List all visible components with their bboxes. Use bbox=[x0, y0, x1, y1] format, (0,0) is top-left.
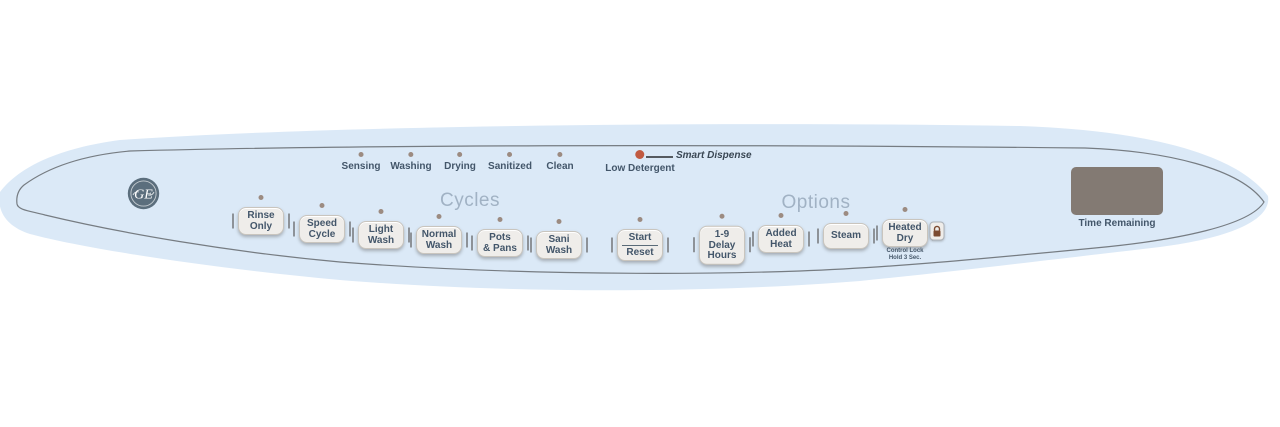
button-led bbox=[637, 217, 643, 222]
panel-blue-overlay bbox=[0, 124, 1269, 291]
status-led-sensing bbox=[358, 152, 364, 157]
button-label-line: 1-9 bbox=[714, 228, 730, 240]
status-label: Sensing bbox=[341, 161, 381, 172]
status-indicator-washing: Washing bbox=[390, 152, 432, 172]
button-label-line: Start bbox=[622, 233, 658, 246]
button-label-line: Reset bbox=[626, 246, 654, 258]
time-remaining-display bbox=[1071, 167, 1163, 215]
ge-logo-letters: GE bbox=[134, 188, 153, 203]
button-label-line: Wash bbox=[425, 239, 453, 251]
button-label-line: Steam bbox=[830, 230, 861, 242]
control-lock-caption-line2: Hold 3 Sec. bbox=[888, 255, 922, 261]
button-label-line: Heat bbox=[770, 238, 792, 250]
cycles-heading: Cycles bbox=[439, 190, 501, 211]
control-lock-button[interactable] bbox=[929, 221, 945, 241]
panel-outline bbox=[16, 145, 1265, 274]
button-led bbox=[319, 203, 325, 208]
button-led bbox=[258, 195, 264, 200]
options-heading: Options bbox=[781, 192, 851, 213]
button-led bbox=[778, 213, 784, 218]
smart-dispense-label: Smart Dispense bbox=[676, 150, 752, 161]
status-label: Washing bbox=[390, 161, 432, 172]
button-led bbox=[843, 211, 849, 216]
smart-dispense-pointer-line bbox=[646, 156, 673, 158]
lock-icon bbox=[933, 225, 941, 236]
button-label-line: Sani bbox=[548, 234, 570, 245]
button-led bbox=[497, 217, 503, 222]
time-remaining-label: Time Remaining bbox=[1078, 218, 1156, 229]
button-label-line: Rinse bbox=[247, 210, 275, 221]
status-led-low-detergent bbox=[635, 150, 645, 159]
control-lock-caption: Control Lock Hold 3 Sec. bbox=[887, 248, 924, 262]
button-label-line: Wash bbox=[545, 244, 573, 256]
button-label-line: Added bbox=[765, 228, 797, 239]
button-led bbox=[902, 207, 908, 212]
status-indicator-drying: Drying bbox=[444, 152, 476, 172]
button-label-line: Cycle bbox=[308, 228, 336, 240]
status-label: Low Detergent bbox=[605, 163, 675, 174]
button-label-line: Delay bbox=[708, 239, 736, 251]
button-led bbox=[378, 209, 384, 214]
status-label: Drying bbox=[444, 161, 476, 172]
cycle-button-pots-pans[interactable]: Pots& Pans bbox=[477, 217, 523, 257]
button-label-line: Light bbox=[368, 224, 394, 235]
button-led bbox=[719, 213, 725, 219]
status-indicator-sensing: Sensing bbox=[341, 152, 381, 172]
status-led-drying bbox=[457, 152, 463, 157]
button-label-line: Normal bbox=[421, 229, 457, 240]
status-led-washing bbox=[408, 152, 414, 157]
button-label-line: Heated bbox=[888, 222, 922, 233]
control-lock-caption-line1: Control Lock bbox=[886, 248, 924, 254]
status-indicator-clean: Clean bbox=[546, 152, 574, 172]
button-label-line: Speed bbox=[306, 218, 337, 229]
button-label-line: Dry bbox=[896, 232, 914, 244]
button-label-line: Pots bbox=[489, 232, 511, 243]
button-label-line: Only bbox=[249, 220, 273, 232]
button-led bbox=[436, 214, 442, 219]
status-indicator-sanitized: Sanitized bbox=[488, 152, 532, 172]
status-led-clean bbox=[557, 152, 563, 157]
status-indicator-low-detergent: Low Detergent bbox=[605, 150, 675, 174]
ge-logo: GE bbox=[127, 177, 160, 210]
status-led-sanitized bbox=[507, 152, 513, 157]
option-button-steam[interactable]: Steam bbox=[823, 211, 869, 249]
button-face: Steam bbox=[823, 223, 869, 249]
status-label: Clean bbox=[546, 161, 574, 172]
button-face: Pots& Pans bbox=[477, 229, 523, 257]
button-label-line: Hours bbox=[707, 249, 737, 261]
status-label: Sanitized bbox=[488, 161, 532, 172]
button-label-line: & Pans bbox=[483, 242, 517, 254]
button-label-line: Wash bbox=[367, 234, 395, 246]
button-led bbox=[556, 219, 562, 224]
